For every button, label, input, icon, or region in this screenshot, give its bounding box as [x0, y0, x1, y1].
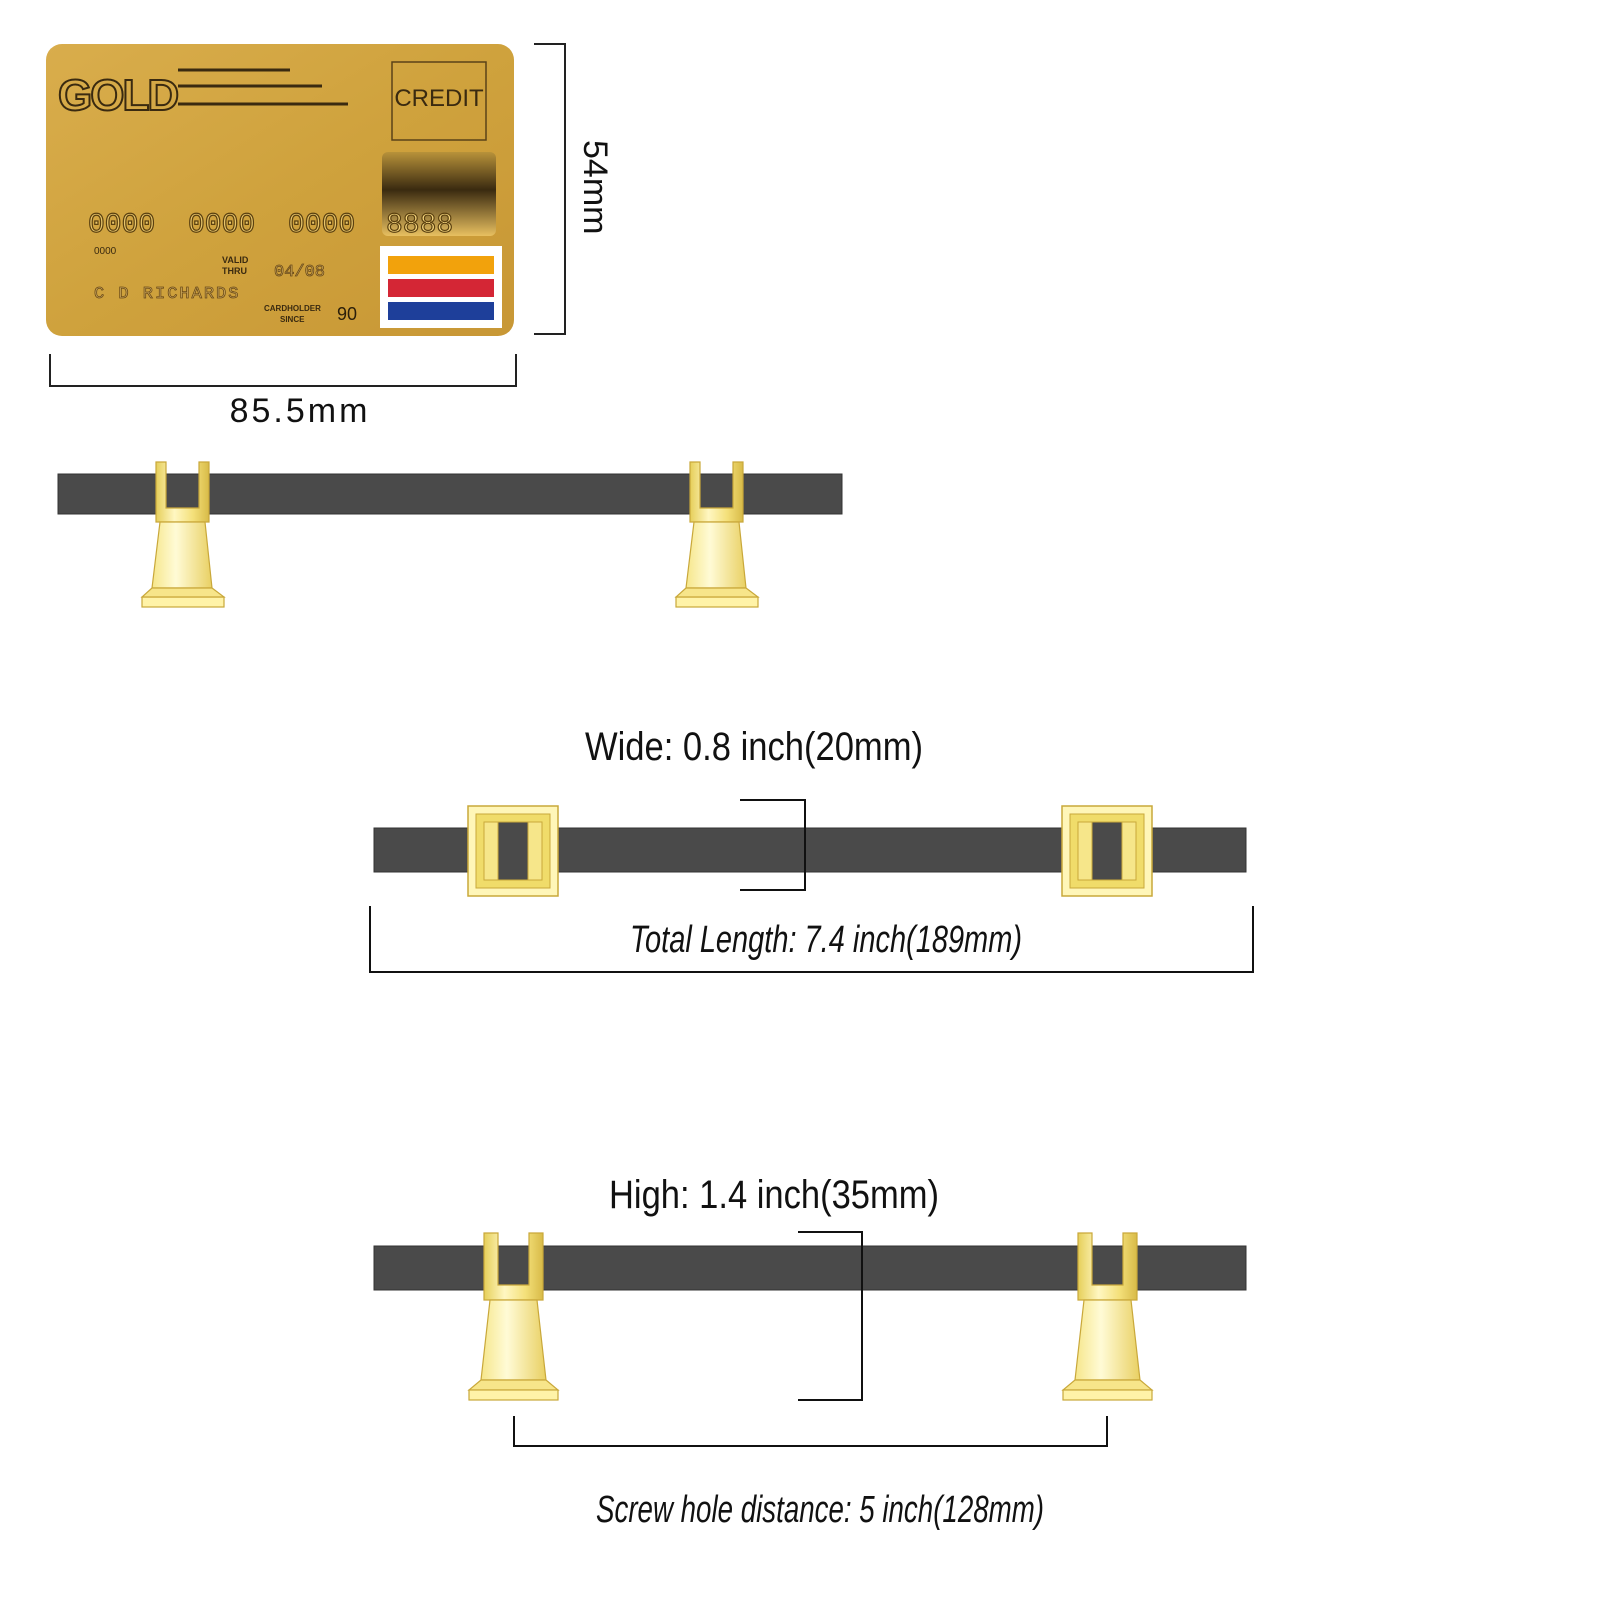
- handle-bar-side: [373, 1245, 1247, 1291]
- wide-label: Wide: 0.8 inch(20mm): [585, 725, 923, 769]
- handle-side-view-scale: [57, 461, 843, 608]
- handle-side-view: [373, 1232, 1247, 1401]
- card-number-group: 0000: [288, 210, 355, 241]
- card-number-group: 0000: [88, 210, 155, 241]
- card-width-label: 85.5mm: [230, 392, 371, 430]
- handle-bar: [57, 473, 843, 515]
- total-length-label: Total Length: 7.4 inch(189mm): [630, 919, 1022, 961]
- card-height-label: 54mm: [576, 140, 614, 234]
- high-label: High: 1.4 inch(35mm): [609, 1173, 939, 1217]
- high-bracket: [798, 1231, 863, 1401]
- card-height-bracket: [534, 43, 566, 335]
- logo-stripe-orange: [388, 256, 494, 274]
- card-brand: GOLD: [58, 71, 177, 120]
- screw-distance-label: Screw hole distance: 5 inch(128mm): [596, 1489, 1044, 1531]
- since-value: 90: [337, 304, 357, 324]
- cardholder-name: C D RICHARDS: [94, 285, 240, 304]
- logo-stripe-red: [388, 279, 494, 297]
- valid-label: VALID: [222, 255, 249, 265]
- card-type-box: [391, 61, 487, 141]
- mount-square-right: [1061, 805, 1153, 897]
- valid-date: 04/08: [274, 263, 325, 282]
- card-number-group: 8888: [386, 210, 453, 241]
- handle-post-left-large: [467, 1232, 560, 1401]
- total-length-bracket: [369, 906, 1254, 973]
- card-logo-stripes: [380, 246, 502, 328]
- screw-distance-bracket: [513, 1416, 1108, 1447]
- thru-label: THRU: [222, 266, 247, 276]
- cardholder-label: CARDHOLDER: [264, 304, 321, 313]
- card-type: CREDIT: [394, 85, 484, 112]
- since-label: SINCE: [280, 315, 305, 324]
- card-width-bracket: [49, 354, 517, 387]
- wide-bracket: [740, 799, 806, 891]
- handle-post-left: [140, 461, 226, 608]
- card-brand-lines: [178, 68, 348, 106]
- card-number-group: 0000: [188, 210, 255, 241]
- handle-post-right-large: [1061, 1232, 1154, 1401]
- handle-top-view: [373, 805, 1247, 897]
- logo-stripe-blue: [388, 302, 494, 320]
- credit-card: GOLD CREDIT 0000 0000 0000 8888 0000 VAL…: [46, 44, 514, 336]
- card-small-number: 0000: [94, 246, 117, 257]
- handle-post-right: [674, 461, 760, 608]
- mount-square-left: [467, 805, 559, 897]
- hologram: [382, 152, 496, 236]
- card-number: 0000 0000 0000 8888: [87, 209, 453, 241]
